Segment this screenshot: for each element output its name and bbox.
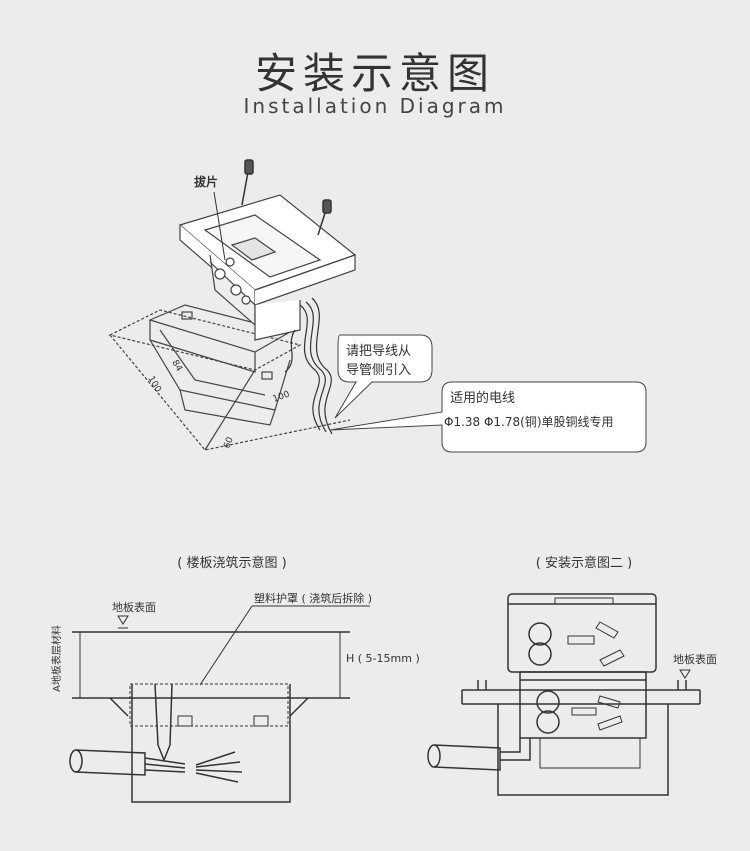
- left-side-label: A地板表层材料: [50, 625, 63, 692]
- left-caption: ( 楼板浇筑示意图 ): [177, 555, 286, 571]
- right-section-drawing: [427, 593, 701, 796]
- wire-bundle: [284, 297, 333, 435]
- cover-note-label: 塑料护罩 ( 浇筑后拆除 ): [254, 591, 372, 605]
- page-subtitle: Installation Diagram: [243, 94, 507, 118]
- left-section-drawing: [69, 631, 350, 803]
- left-floor-surface-label: 地板表面: [112, 600, 156, 614]
- height-note-label: H ( 5-15mm ): [346, 652, 420, 665]
- right-caption: ( 安装示意图二 ): [536, 555, 632, 571]
- page-title: 安装示意图: [254, 49, 495, 98]
- callout-wire-spec: 适用的电线 Φ1.38 Φ1.78(铜)单股铜线专用: [329, 381, 647, 453]
- right-floor-marker: [679, 669, 691, 679]
- right-floor-surface-label: 地板表面: [673, 652, 717, 666]
- tab-label: 拔片: [194, 174, 218, 189]
- left-floor-marker: [117, 615, 129, 625]
- callout-wire-spec-line1: 适用的电线: [450, 390, 515, 406]
- callout-wire-path-line1: 请把导线从: [346, 344, 411, 359]
- callout-wire-spec-line2: Φ1.38 Φ1.78(铜)单股铜线专用: [444, 414, 614, 429]
- callout-wire-path: 请把导线从 导管侧引入: [334, 334, 433, 419]
- socket-module: [178, 194, 357, 341]
- tab-leader-line: [213, 191, 226, 261]
- mounting-screws: [241, 159, 332, 236]
- callout-wire-path-line2: 导管侧引入: [346, 363, 411, 378]
- dim-60: 60: [222, 436, 235, 450]
- floor-box-3d: [108, 304, 351, 451]
- dim-100-right: 100: [272, 389, 292, 404]
- cover-note-leader: [199, 605, 253, 686]
- dim-100-left: 100: [145, 375, 162, 395]
